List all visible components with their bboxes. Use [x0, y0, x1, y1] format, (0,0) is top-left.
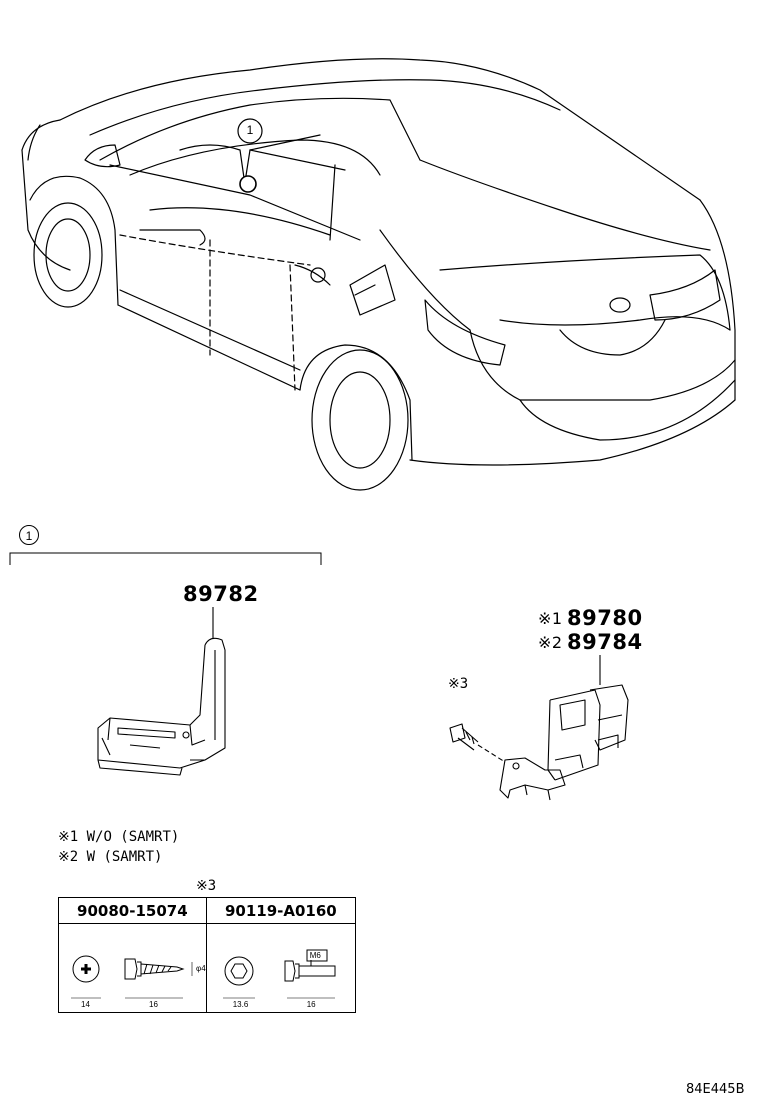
diagram-code: 84E445B	[686, 1082, 745, 1097]
part-number-89780: 89780	[567, 606, 643, 630]
fastener-table-mark: ※3	[196, 878, 217, 894]
car-illustration	[21, 58, 736, 491]
part-number-89784: 89784	[567, 630, 643, 654]
screw-thread-dim: φ4	[196, 964, 206, 973]
bolt-thread-label: M6	[309, 951, 321, 960]
fastener-table: 90080-15074 90119-A0160 14 16 φ4	[58, 897, 357, 1013]
fastener-part-90080-15074: 90080-15074	[58, 897, 207, 924]
screw-head-dim: 14	[81, 1000, 90, 1009]
screw-length-dim: 16	[149, 1000, 158, 1009]
part-number-89782: 89782	[183, 582, 259, 606]
bolt-cell: 13.6 16 M6	[205, 923, 357, 1013]
tapping-screw-cell: 14 16 φ4	[58, 923, 207, 1013]
section-callout: 1	[19, 525, 39, 545]
car-callout-label: 1	[246, 123, 254, 137]
bolt-length-dim: 16	[306, 1000, 316, 1009]
sensor-mark-1: ※1	[538, 609, 563, 628]
sensor-mark-2: ※2	[538, 633, 563, 652]
screw-mark: ※3	[448, 676, 469, 692]
bolt-head-dim: 13.6	[232, 1000, 249, 1009]
fastener-part-90119-A0160: 90119-A0160	[205, 897, 357, 924]
note-without-smart: ※1 W/O (SAMRT)	[58, 829, 180, 845]
note-with-smart: ※2 W (SAMRT)	[58, 849, 163, 865]
